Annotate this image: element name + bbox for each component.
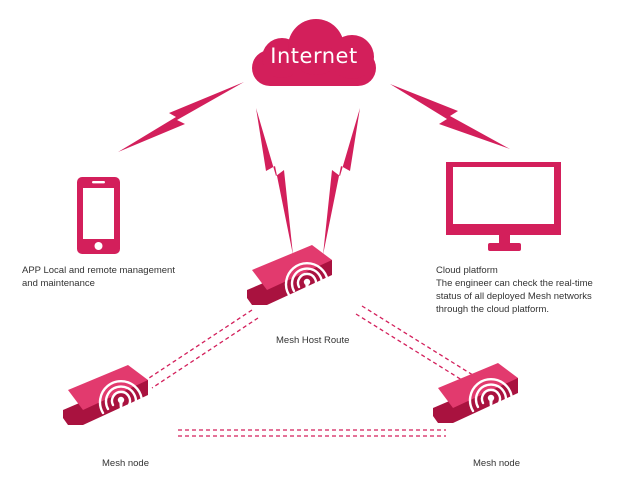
host-router-label: Mesh Host Route bbox=[276, 335, 350, 346]
mesh-node-left-icon bbox=[63, 365, 148, 426]
lightning-icon bbox=[118, 82, 244, 152]
app-description: APP Local and remote management and main… bbox=[22, 264, 175, 290]
mesh-links bbox=[145, 305, 477, 437]
lightning-icon bbox=[256, 108, 293, 255]
link-host-right bbox=[361, 305, 477, 378]
cloud-platform-title: Cloud platform bbox=[436, 265, 498, 276]
app-line-1: APP Local and remote management bbox=[22, 265, 175, 276]
link-host-left bbox=[145, 309, 253, 381]
cloud-platform-line-3: through the cloud platform. bbox=[436, 304, 550, 315]
internet-label: Internet bbox=[270, 44, 358, 68]
wifi-icon bbox=[284, 261, 330, 308]
mesh-node-label: Mesh node bbox=[473, 458, 521, 469]
cloud-platform-line-2: status of all deployed Mesh networks bbox=[436, 291, 592, 302]
cloud-icon bbox=[252, 19, 376, 86]
wifi-icon bbox=[98, 379, 144, 426]
wifi-icon bbox=[468, 377, 514, 424]
cloud-platform-description: Cloud platform The engineer can check th… bbox=[436, 264, 593, 316]
monitor-icon bbox=[446, 162, 561, 251]
link-host-left bbox=[151, 317, 259, 389]
signal-bolts bbox=[118, 82, 510, 255]
smartphone-icon bbox=[77, 177, 120, 254]
link-host-right bbox=[355, 313, 471, 386]
app-line-2: and maintenance bbox=[22, 278, 95, 289]
host-router-icon bbox=[247, 245, 332, 308]
cloud-platform-line-1: The engineer can check the real-time bbox=[436, 278, 593, 289]
lightning-icon bbox=[390, 84, 510, 149]
mesh-node-label: Mesh node bbox=[102, 458, 150, 469]
lightning-icon bbox=[323, 108, 360, 255]
mesh-node-right-icon bbox=[433, 363, 518, 424]
